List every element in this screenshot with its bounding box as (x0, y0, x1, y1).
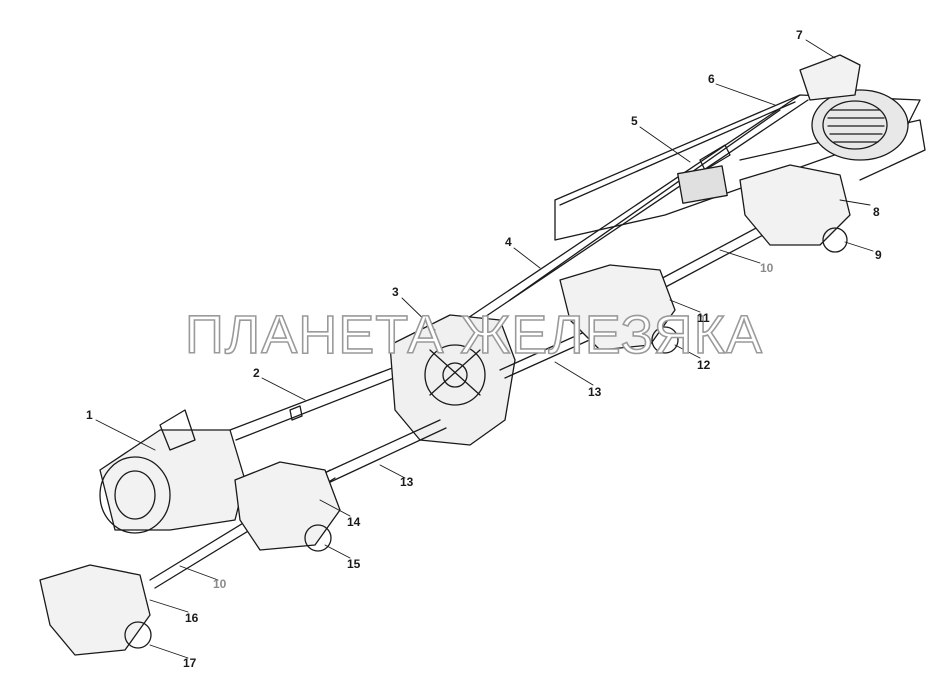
callout-2: 2 (253, 366, 260, 380)
callout-8: 8 (873, 205, 880, 219)
transfer-case (389, 314, 516, 446)
leader-lines (95, 39, 874, 659)
propeller-shaft-2 (229, 364, 405, 441)
callout-12: 12 (697, 358, 711, 372)
callout-6: 6 (708, 72, 715, 86)
callout-14: 14 (347, 515, 361, 529)
callout-10-rear: 10 (760, 261, 774, 275)
callout-16: 16 (185, 611, 199, 625)
callout-1: 1 (86, 408, 93, 422)
callout-13-front: 13 (400, 475, 414, 489)
callout-17: 17 (183, 656, 197, 670)
winch-drive-shaft (449, 94, 809, 336)
callout-13-rear: 13 (588, 385, 602, 399)
winch (799, 54, 909, 161)
callout-5: 5 (631, 114, 638, 128)
callout-4: 4 (505, 235, 512, 249)
callout-7: 7 (796, 28, 803, 42)
callout-15: 15 (347, 557, 361, 571)
callout-10-front: 10 (213, 577, 227, 591)
rear-axle-8 (739, 164, 851, 253)
front-axle-16 (39, 564, 152, 656)
middle-axle-11 (559, 264, 679, 354)
gearbox (99, 409, 246, 534)
callout-3: 3 (392, 285, 399, 299)
callout-11: 11 (697, 311, 710, 325)
watermark-text: ПЛАНЕТА ЖЕЛЕЗЯКА (184, 305, 764, 365)
front-axle-14 (234, 461, 341, 552)
callout-9: 9 (875, 248, 882, 262)
